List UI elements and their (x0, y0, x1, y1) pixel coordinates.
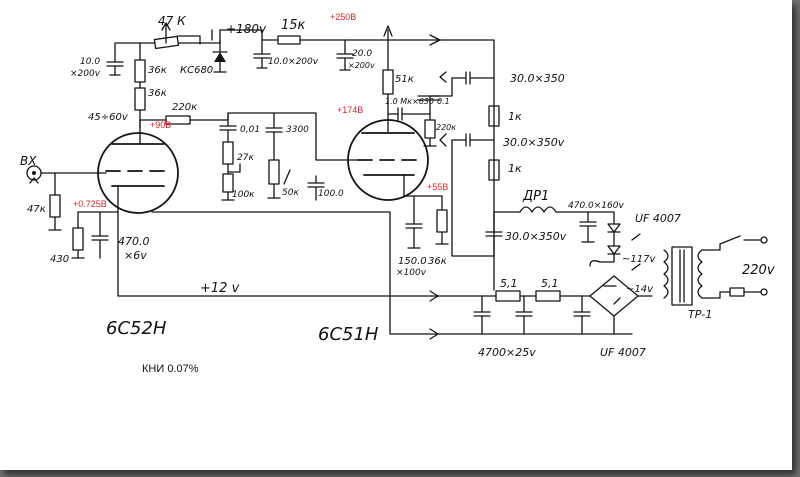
label-c0-01: 0,01 (240, 125, 260, 135)
label-r15k: 15к (281, 18, 306, 33)
input-jack (26, 165, 97, 231)
interstage-network (139, 112, 391, 213)
label-c470-160: 470.0×160v (568, 201, 624, 211)
label-r430: 430 (50, 254, 69, 265)
label-c10-left-a: 10.0 (80, 57, 100, 67)
label-c150: 150.0 (398, 256, 427, 267)
label-v0725: +0.725В (73, 199, 107, 209)
label-ac117: ~117v (622, 254, 656, 265)
label-c20-a: 20.0 (352, 49, 372, 59)
zener-diode (212, 39, 228, 73)
label-r47k-in: 47к (27, 204, 46, 215)
filter-resistors-1k (439, 105, 500, 181)
label-r1k-top: 1к (508, 110, 522, 123)
label-c30-mid: 30.0×350v (503, 136, 565, 149)
label-r220k-top: 220к (172, 102, 197, 113)
resistor-15k (277, 35, 301, 45)
anode-resistor-51k (382, 25, 394, 131)
label-r27k: 27к (237, 153, 254, 163)
label-tube2-name: 6С51Н (318, 324, 379, 345)
lv-power-supply (437, 275, 653, 335)
label-v90: +90В (150, 120, 171, 130)
hv-power-supply (451, 139, 641, 271)
label-r220k-right: 220к (436, 123, 456, 132)
schematic-sheet: +250В +174В +90В +55В +0.725В 47 К +180v… (0, 0, 792, 470)
label-v12: +12 v (200, 281, 240, 296)
label-c10-mid: 10.0×200v (268, 57, 319, 67)
label-transformer: ТР-1 (688, 308, 712, 321)
label-r36k-cath: 36к (428, 256, 447, 267)
label-v220: 220v (742, 263, 775, 278)
label-c470: 470.0 (118, 235, 150, 248)
amplifier-schematic: +250В +174В +90В +55В +0.725В 47 К +180v… (20, 12, 775, 375)
label-r100k-left: 100к (232, 190, 255, 200)
label-r47k: 47 К (158, 14, 186, 28)
label-c1-630: 1.0 Мк×630 (385, 97, 434, 106)
capacitor-10uf-mid (253, 39, 271, 69)
output-coupling (387, 71, 495, 147)
label-thd: КНИ 0.07% (142, 363, 199, 375)
label-c150-v: ×100v (396, 268, 427, 278)
tube-6c52n (95, 132, 179, 214)
label-v250: +250В (330, 12, 356, 22)
label-uf-bot: UF 4007 (600, 346, 646, 359)
capacitor-10uf-left (106, 54, 124, 76)
transformer-tr1 (663, 235, 768, 306)
label-c0-1: 0.1 (437, 97, 450, 106)
label-r50k: 50к (282, 188, 299, 198)
label-c470-v: ×6v (124, 249, 147, 262)
label-c20-b: ×200v (348, 61, 375, 70)
tube-6c51n (315, 119, 429, 201)
label-c10-left-b: ×200v (70, 69, 101, 79)
capacitor-20uf (336, 39, 354, 71)
cathode-network-1 (71, 211, 119, 259)
label-r36k-b: 36к (148, 88, 167, 99)
potentiometer-47k (153, 22, 201, 50)
label-r36k-a: 36к (148, 65, 167, 76)
label-r51-1: 5,1 (500, 277, 518, 290)
label-c3300: 3300 (286, 125, 309, 135)
label-r51-2: 5,1 (541, 277, 559, 290)
label-heater-1: 45÷60v (88, 112, 129, 123)
label-v180: +180v (226, 22, 267, 36)
supply-rail-top (114, 29, 495, 291)
cathode-network-2 (403, 195, 449, 249)
label-c30-top: 30.0×350 (510, 72, 565, 85)
label-v174: +174В (337, 105, 363, 115)
label-input: ВХ (20, 154, 37, 168)
label-c4700: 4700×25v (478, 346, 536, 359)
label-c100u: 100.0 (318, 189, 344, 199)
label-ac14: ~14v (626, 284, 654, 295)
label-zener: КС680 (180, 65, 213, 76)
label-c30-bot: 30.0×350v (505, 230, 567, 243)
label-choke: ДР1 (522, 189, 549, 204)
label-v55: +55В (427, 182, 448, 192)
label-tube1-name: 6С52Н (106, 318, 167, 339)
label-r1k-bot: 1к (508, 162, 522, 175)
label-r51k: 51к (395, 74, 414, 85)
label-uf-top: UF 4007 (635, 212, 681, 225)
